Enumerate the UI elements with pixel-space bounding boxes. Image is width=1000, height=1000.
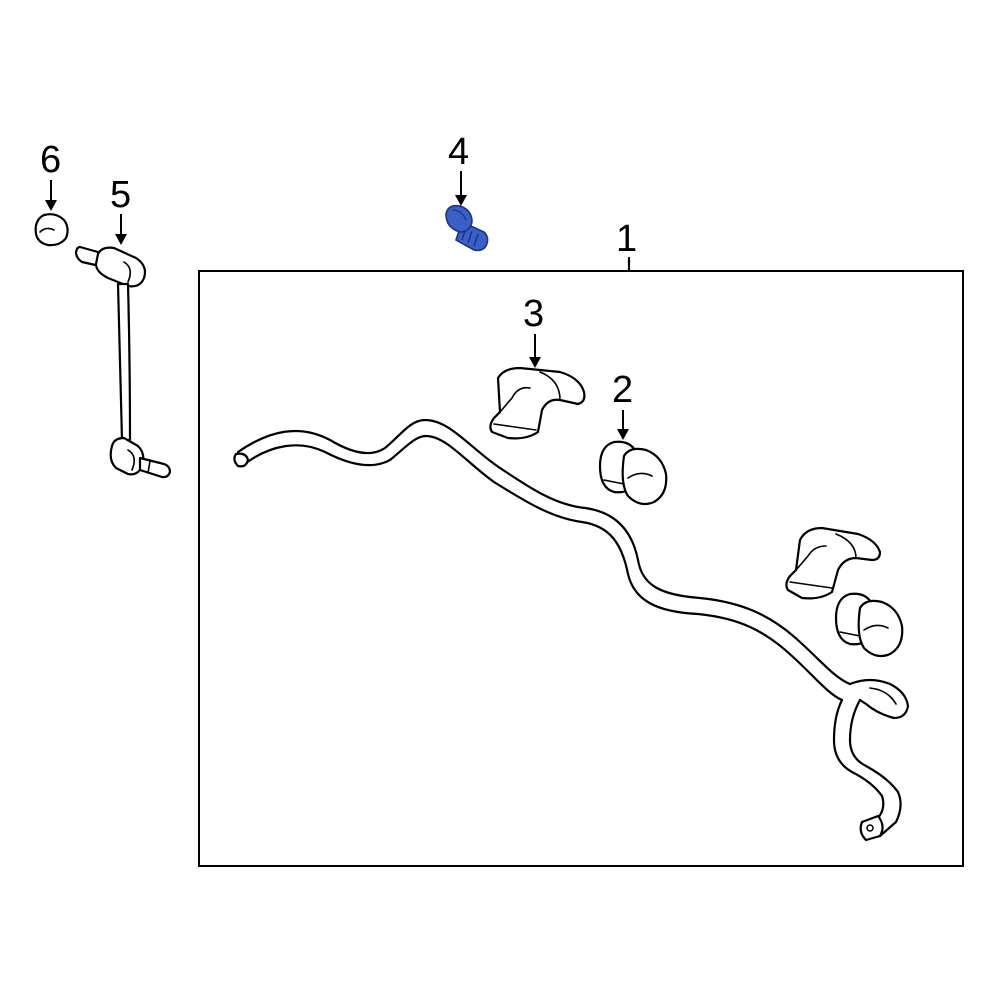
callout-4-arrowhead [455, 195, 467, 206]
bushing-part-2[interactable] [834, 592, 904, 658]
bolt-part[interactable] [445, 204, 489, 252]
assembly-frame [198, 270, 964, 867]
callout-3[interactable]: 3 [523, 293, 544, 335]
callout-1[interactable]: 1 [616, 218, 637, 260]
cap-part[interactable] [34, 213, 69, 247]
callout-3-arrowhead [529, 357, 541, 368]
callout-2-arrowhead [617, 429, 629, 440]
bushing-part[interactable] [598, 440, 668, 506]
stabilizer-link-part[interactable] [74, 245, 172, 479]
stabilizer-bar-part[interactable] [233, 418, 910, 842]
bracket-part[interactable] [489, 366, 586, 440]
callout-4[interactable]: 4 [448, 131, 469, 173]
callout-6-arrowhead [45, 200, 57, 211]
callout-6[interactable]: 6 [40, 139, 61, 181]
bracket-part-2[interactable] [785, 526, 882, 600]
callout-5[interactable]: 5 [110, 174, 131, 216]
callout-5-arrowhead [115, 234, 127, 245]
callout-2[interactable]: 2 [612, 369, 633, 411]
